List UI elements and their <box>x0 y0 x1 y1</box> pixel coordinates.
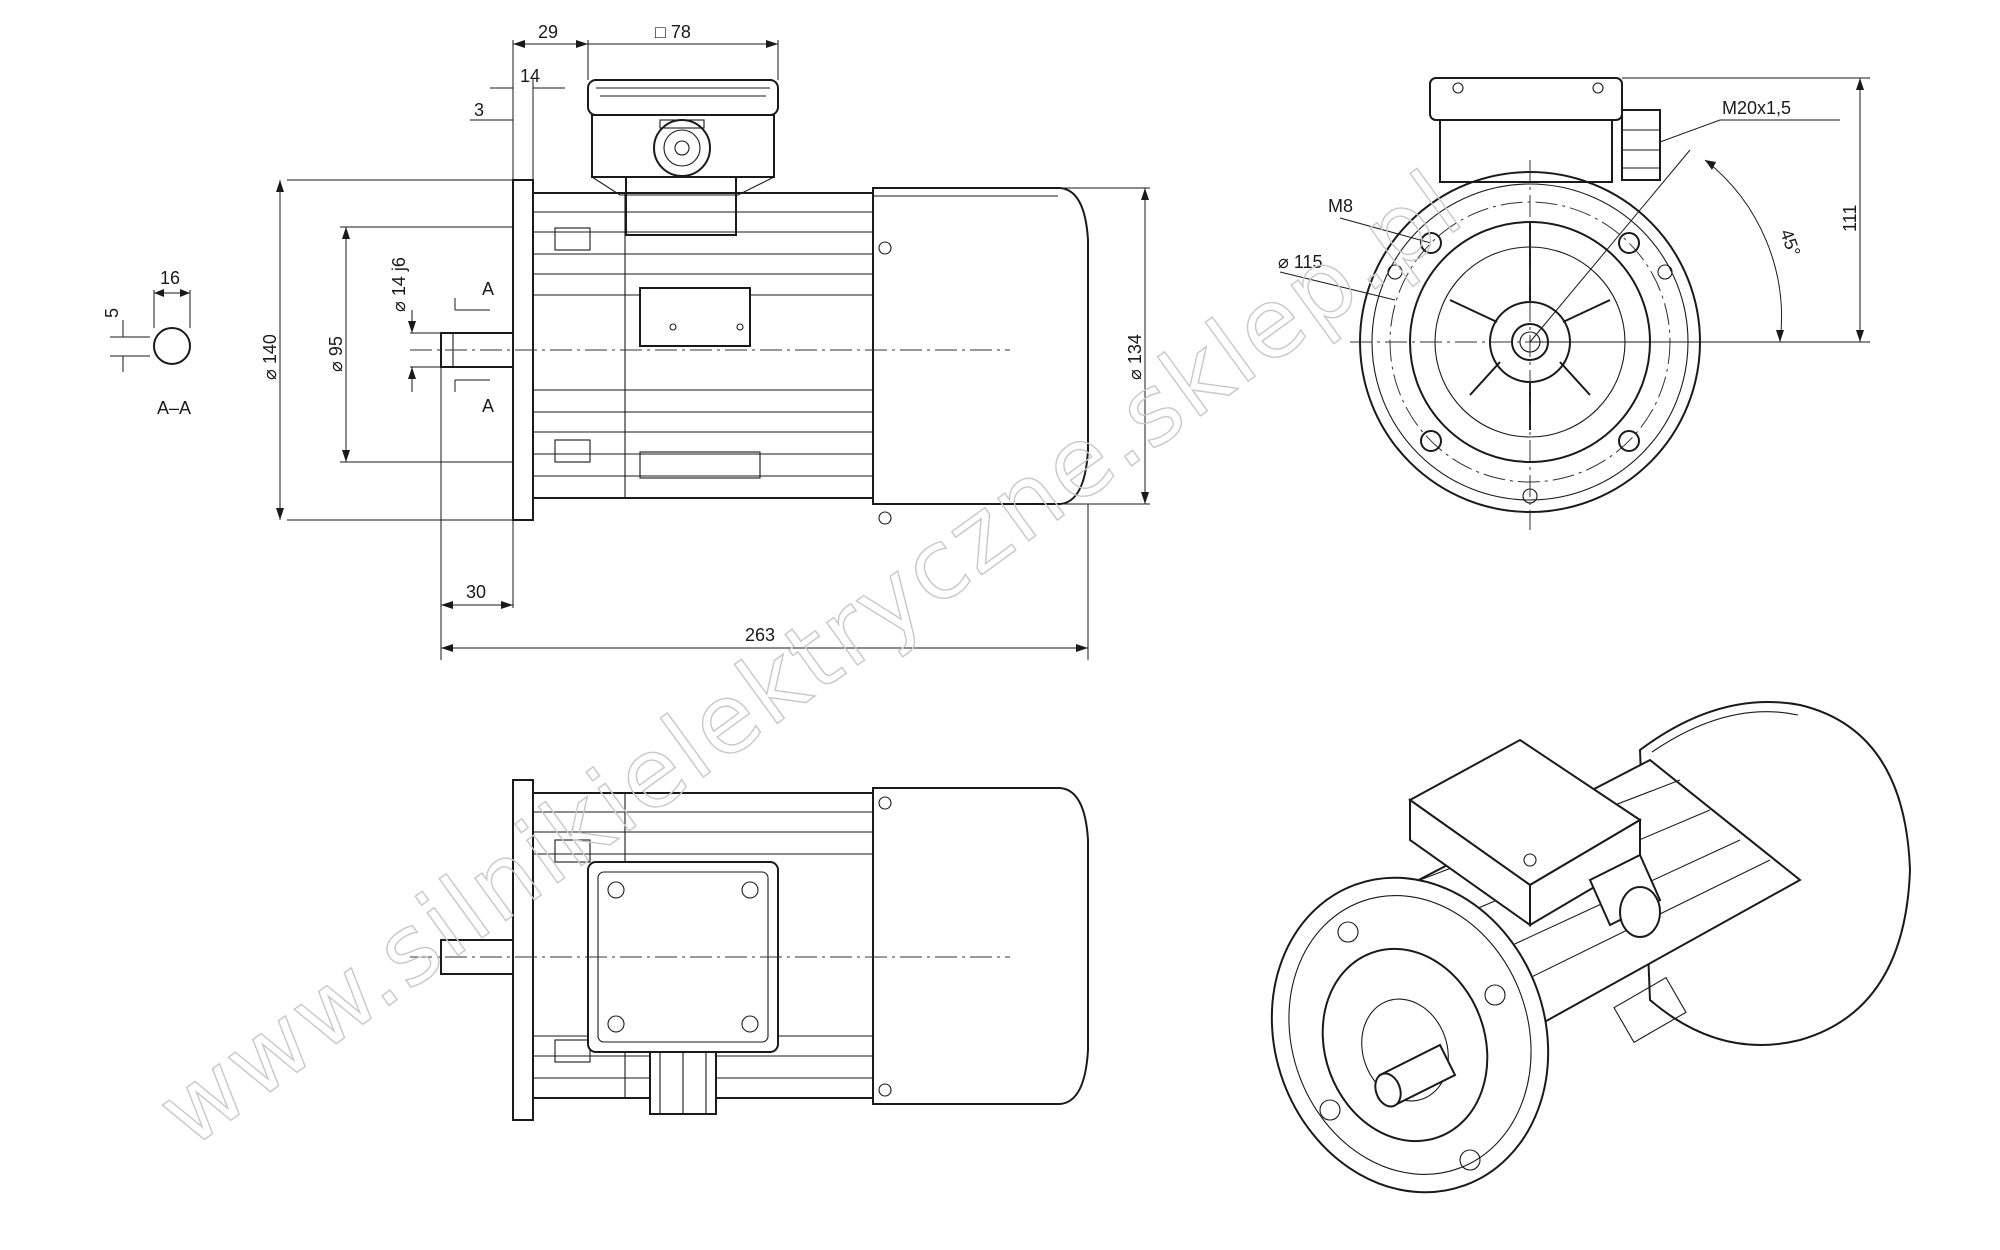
section-a-a <box>110 289 191 372</box>
dim-pcd-115: ⌀ 115 <box>1278 252 1323 272</box>
cable-gland-iso <box>1588 853 1662 938</box>
dim-spigot-95: ⌀ 95 <box>326 336 346 372</box>
cable-gland-front <box>1621 109 1661 181</box>
section-title: A–A <box>157 398 191 418</box>
dim-fan-134: ⌀ 134 <box>1125 334 1145 380</box>
side-view <box>410 79 1089 525</box>
motor-body-side <box>532 192 874 499</box>
terminal-box-iso <box>1408 738 1642 927</box>
dim-key-16: 16 <box>160 268 180 288</box>
terminal-box-front <box>1429 77 1623 183</box>
dim-shaft-14j6: ⌀ 14 j6 <box>389 257 409 312</box>
fan-cover-side <box>872 187 1089 525</box>
section-mark-bottom: A <box>482 396 494 416</box>
top-view <box>410 779 1089 1121</box>
dim-key-5: 5 <box>102 308 122 318</box>
dim-box-78: □ 78 <box>655 22 691 42</box>
dim-length-263: 263 <box>745 625 775 645</box>
fan-cover-top <box>872 787 1089 1105</box>
cable-gland-top <box>649 1051 717 1115</box>
dim-gland-m20: M20x1,5 <box>1722 98 1791 118</box>
flange-iso <box>1270 876 1550 1194</box>
dim-3: 3 <box>474 100 484 120</box>
dim-angle-45: 45° <box>1776 227 1804 259</box>
dim-bolt-m8: M8 <box>1328 196 1353 216</box>
dim-height-111: 111 <box>1840 205 1860 232</box>
dimensions-side-view <box>276 40 1150 660</box>
isometric-view <box>1270 701 1912 1194</box>
terminal-box-side <box>587 79 779 236</box>
front-view <box>1350 77 1720 530</box>
dim-14: 14 <box>520 66 540 86</box>
dim-shaft-30: 30 <box>466 582 486 602</box>
bolt-holes-front <box>1387 232 1673 504</box>
section-mark-top: A <box>482 279 494 299</box>
dim-29: 29 <box>538 22 558 42</box>
shaft-iso <box>1374 1043 1457 1108</box>
dim-flange-140: ⌀ 140 <box>260 334 280 380</box>
dimensions-front-view <box>1279 77 1870 343</box>
